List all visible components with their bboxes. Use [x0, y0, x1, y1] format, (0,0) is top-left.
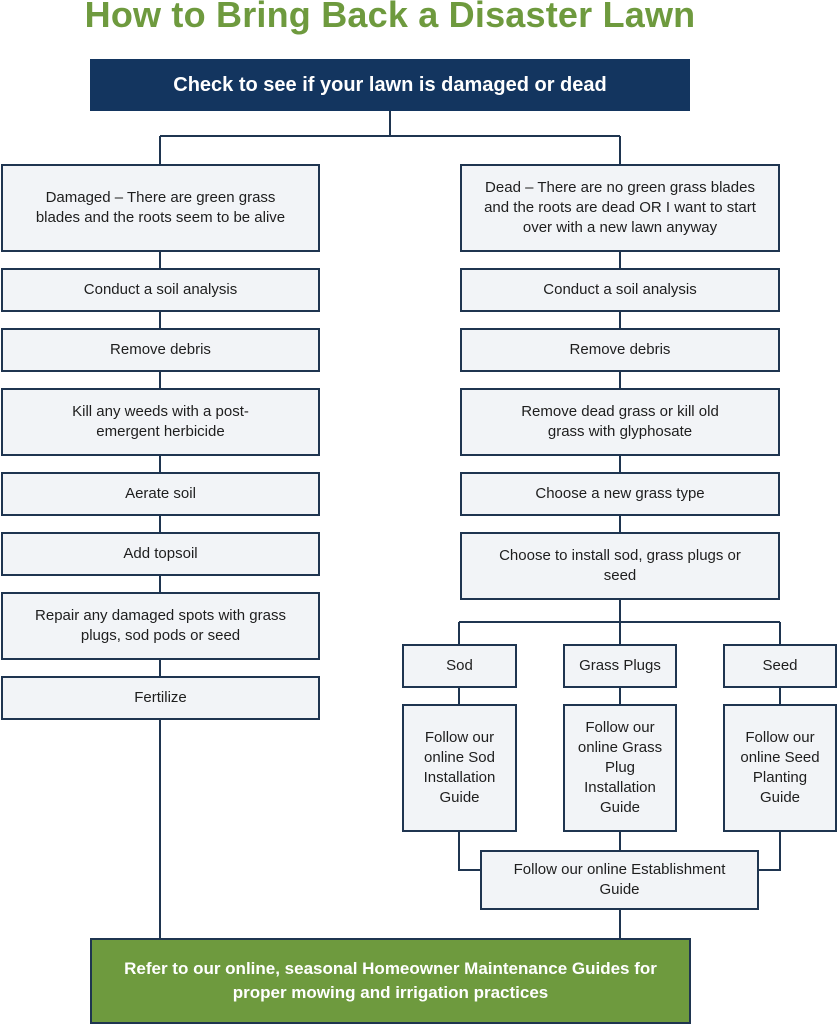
- left-step-soil-analysis: Conduct a soil analysis: [1, 268, 320, 312]
- right-step-remove-dead-grass: Remove dead grass or kill old grass with…: [460, 388, 780, 456]
- left-step-kill-weeds: Kill any weeds with a post-emergent herb…: [1, 388, 320, 456]
- diagram-title: How to Bring Back a Disaster Lawn: [84, 0, 696, 35]
- establishment-guide-box: Follow our online Establishment Guide: [480, 850, 759, 910]
- right-step-choose-grass-type: Choose a new grass type: [460, 472, 780, 516]
- right-step-choose-install-method: Choose to install sod, grass plugs or se…: [460, 532, 780, 600]
- left-step-add-topsoil: Add topsoil: [1, 532, 320, 576]
- connector-line: [759, 832, 781, 871]
- guide-seed-planting: Follow our online Seed Planting Guide: [723, 704, 837, 832]
- left-step-repair-spots: Repair any damaged spots with grass plug…: [1, 592, 320, 660]
- option-seed: Seed: [723, 644, 837, 688]
- damaged-condition-box: Damaged – There are green grass blades a…: [1, 164, 320, 252]
- right-step-remove-debris: Remove debris: [460, 328, 780, 372]
- guide-sod-installation: Follow our online Sod Installation Guide: [402, 704, 517, 832]
- left-step-fertilize: Fertilize: [1, 676, 320, 720]
- left-step-remove-debris: Remove debris: [1, 328, 320, 372]
- dead-condition-box: Dead – There are no green grass blades a…: [460, 164, 780, 252]
- left-step-aerate-soil: Aerate soil: [1, 472, 320, 516]
- connector-line: [458, 832, 480, 871]
- guide-grass-plug-installation: Follow our online Grass Plug Installatio…: [563, 704, 677, 832]
- final-maintenance-box: Refer to our online, seasonal Homeowner …: [90, 938, 691, 1024]
- option-grass-plugs: Grass Plugs: [563, 644, 677, 688]
- right-step-soil-analysis: Conduct a soil analysis: [460, 268, 780, 312]
- start-box: Check to see if your lawn is damaged or …: [90, 59, 690, 111]
- option-sod: Sod: [402, 644, 517, 688]
